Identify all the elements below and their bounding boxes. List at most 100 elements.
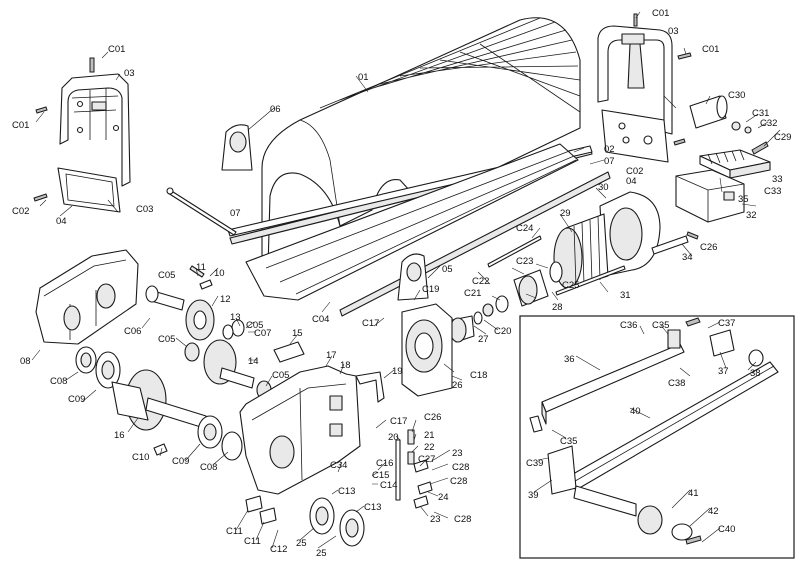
bracket-19 [355,371,385,403]
part-label: 11 [196,262,206,273]
part-label: 26 [452,380,463,391]
part-label: 20 [388,432,399,443]
part-label: 02 [604,144,615,155]
part-label: C37 [718,318,735,329]
bracket-06 [221,124,253,171]
part-label: C17 [390,416,407,427]
part-label: 29 [560,208,571,219]
part-label: C02 [626,166,643,177]
part-label: C15 [372,470,389,481]
cover-plate-left [57,167,121,213]
part-label: C17 [362,318,379,329]
part-label: C16 [376,458,393,469]
part-label: 10 [214,268,225,279]
part-label: 33 [772,174,783,185]
part-label: 03 [124,68,135,79]
part-label: C19 [422,284,439,295]
part-label: C03 [136,204,153,215]
inset-assembly [519,315,795,559]
part-label: 08 [20,356,31,367]
part-label: C09 [172,456,189,467]
part-label: 04 [626,176,637,187]
part-label: 23 [452,448,463,459]
pin-34 [651,235,689,255]
clamp-rings [309,497,365,547]
tie-rod [166,187,237,236]
capacitor [689,95,769,155]
part-label: C21 [464,288,481,299]
long-rod [555,265,626,296]
part-label: C39 [526,458,543,469]
part-label: 31 [620,290,631,301]
part-label: C28 [452,462,469,473]
part-label: 16 [114,430,125,441]
part-label: 15 [292,328,303,339]
part-label: C24 [516,223,533,234]
part-label: 17 [326,350,337,361]
part-label: 35 [738,194,749,205]
part-label: C28 [454,514,471,525]
part-label: 28 [552,302,563,313]
part-label: C40 [718,524,735,535]
screw-c10 [153,443,168,456]
cover-plate-right [601,109,669,163]
part-label: C01 [652,8,669,19]
gearbox-housing [35,249,139,345]
part-label: C05 [158,270,175,281]
part-label: C08 [200,462,217,473]
part-label: 05 [442,264,453,275]
part-label: C29 [774,132,791,143]
part-label: 22 [424,442,435,453]
washers [184,319,272,400]
part-label: 14 [248,356,259,367]
part-label: C11 [226,526,243,537]
part-label: C10 [132,452,149,463]
part-label: C05 [246,320,263,331]
plate-15 [273,341,305,363]
part-label: C27 [418,454,435,465]
part-label: C06 [124,326,141,337]
part-label: C05 [158,334,175,345]
part-label: C28 [450,476,467,487]
part-label: C23 [516,256,533,267]
part-label: 42 [708,506,719,517]
part-label: 39 [528,490,539,501]
part-label: C26 [700,242,717,253]
bracket-05 [397,253,429,301]
part-label: C31 [752,108,769,119]
terminal-block [699,149,771,179]
cable-clips [245,495,277,525]
part-label: 04 [56,216,67,227]
part-label: 06 [270,104,281,115]
part-label: C01 [12,120,29,131]
part-label: 21 [424,430,435,441]
leader-lines [31,11,781,549]
coupling [449,311,483,343]
part-label: 18 [340,360,351,371]
part-label: C13 [338,486,355,497]
part-label: C05 [272,370,289,381]
part-label: 25 [316,548,327,559]
part-label: C02 [12,206,29,217]
part-label: 27 [478,334,489,345]
part-label: C35 [560,436,577,447]
part-label: C09 [68,394,85,405]
part-label: C07 [254,328,271,339]
screws [33,13,699,240]
part-label: C34 [330,460,347,471]
part-label: C33 [764,186,781,197]
part-label: C30 [728,90,745,101]
part-label: 36 [564,354,575,365]
switch-bracket [675,169,745,223]
part-label: 38 [750,368,761,379]
part-label: C25 [562,280,579,291]
end-plate-left [59,73,131,187]
part-label: C11 [244,536,261,547]
part-label: 24 [438,492,449,503]
small-fittings [395,429,433,509]
part-label: 19 [392,366,403,377]
part-label: C18 [470,370,487,381]
part-label: 03 [668,26,679,37]
intermediate-gear [203,339,255,389]
